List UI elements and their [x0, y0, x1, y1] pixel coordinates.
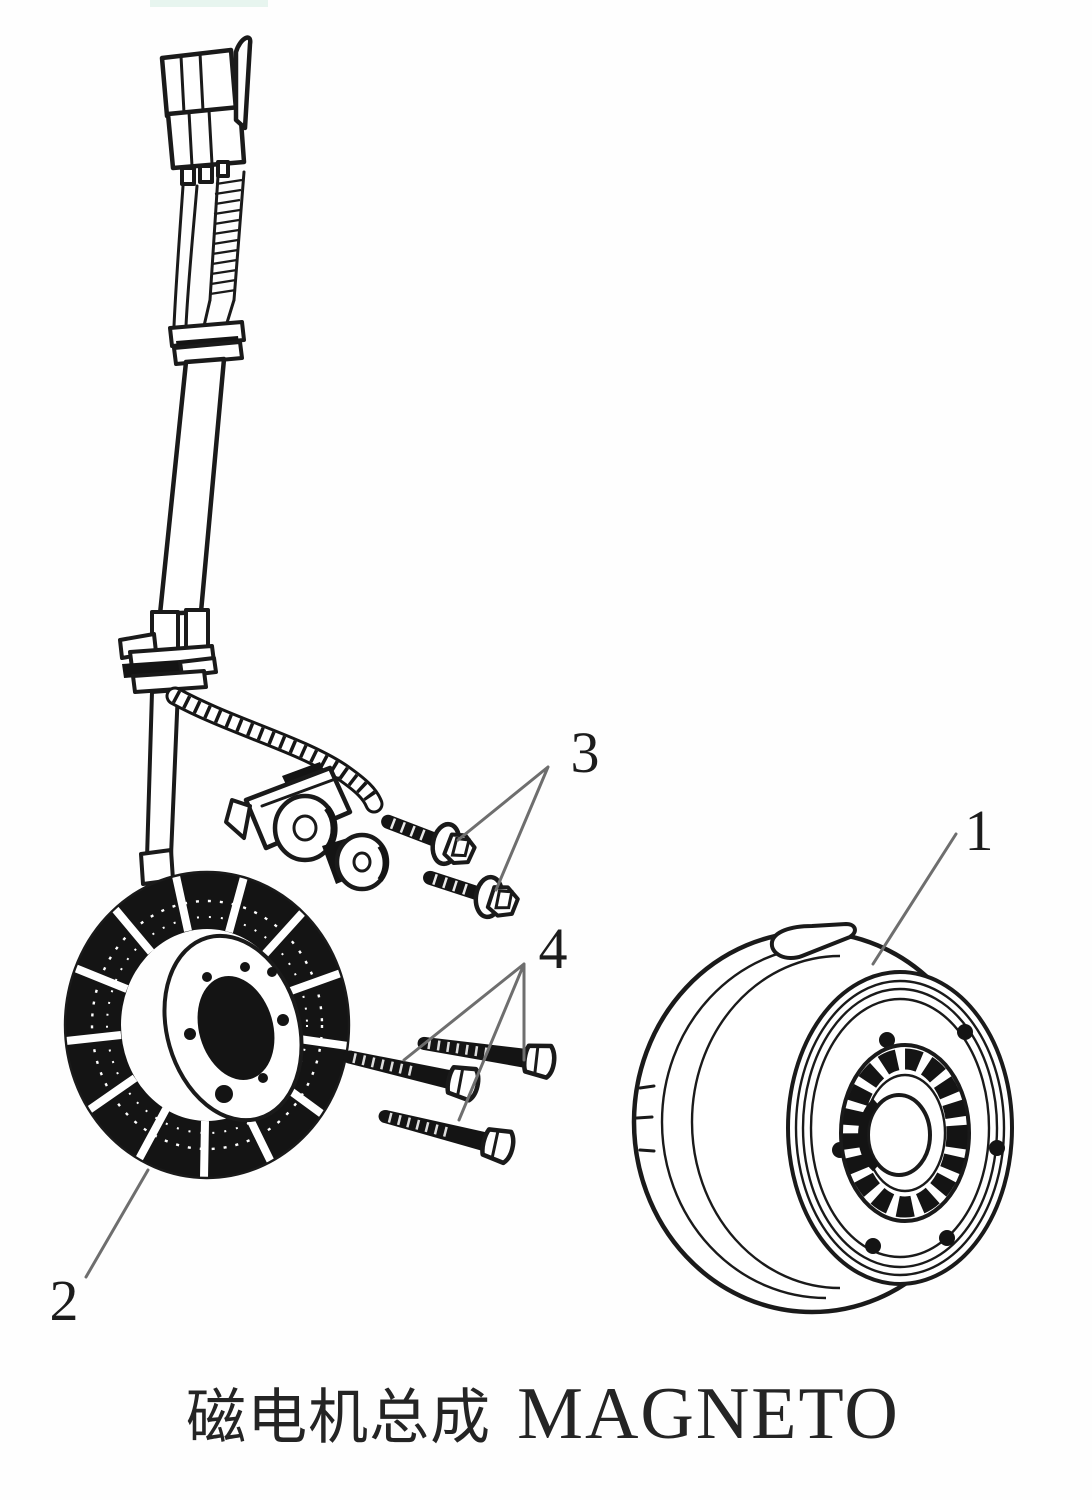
pickup-boss-hole — [292, 814, 318, 842]
clutch-tooth-ring — [842, 1048, 968, 1218]
stator-texture — [106, 916, 308, 1134]
caption-chinese: 磁电机总成 — [186, 1385, 491, 1451]
pickup-left-wing — [224, 798, 252, 840]
diagram-caption: 磁电机总成 MAGNETO — [186, 1373, 900, 1455]
pickup-coil — [224, 762, 390, 892]
center-bore — [866, 1093, 932, 1177]
bolt-head-line — [533, 1044, 540, 1076]
bolt-head-line — [490, 1128, 500, 1160]
leaders-to-long-bolts — [402, 962, 526, 1122]
pickup-boss-shade — [377, 844, 389, 882]
bolt-hex-head — [522, 1043, 557, 1080]
corrugated-lead-outline — [208, 170, 246, 302]
leader-to-stator — [84, 1168, 150, 1279]
part-label-1: 1 — [965, 798, 994, 863]
lead-line — [172, 184, 185, 328]
bolt-tip — [342, 1050, 356, 1064]
face-rivet — [879, 1032, 895, 1048]
connector-upper-ribs — [179, 51, 205, 115]
flange-bolt-short-1 — [381, 814, 477, 867]
pickup-body-line — [260, 776, 340, 808]
scan-artifact — [150, 0, 268, 7]
flywheel-rotor — [631, 922, 1014, 1315]
harness-collar — [168, 320, 246, 366]
bolt-hex-head — [480, 1127, 516, 1166]
bolt-thread-ridges — [352, 1053, 415, 1077]
face-rivet — [939, 1230, 955, 1246]
leader-lines — [84, 765, 958, 1279]
rotor-side-ring — [660, 944, 827, 1300]
plate-hole — [215, 1085, 233, 1103]
lead-tube — [145, 688, 180, 860]
bolt-head-line — [455, 1066, 465, 1098]
hex-bolt-long-2 — [342, 1050, 481, 1103]
stator-lead-wire — [139, 688, 180, 886]
wire-clamp — [118, 608, 218, 694]
rotor-top-tab — [769, 922, 857, 961]
caption-english: MAGNETO — [517, 1373, 900, 1455]
pickup-boss — [334, 832, 390, 892]
wire-harness-leads — [172, 170, 246, 328]
flange-bolt-short-2 — [423, 870, 520, 920]
connector-pin — [198, 164, 214, 184]
face-rivet — [865, 1238, 881, 1254]
bolt-tip — [378, 1109, 392, 1123]
face-ring — [794, 979, 1006, 1277]
stator-outer-rim — [63, 870, 351, 1180]
rotor-side-ring — [690, 954, 841, 1290]
stator-center-hole — [197, 976, 275, 1080]
connector-lower-block — [165, 104, 247, 171]
hex-bolt-long-1 — [417, 1036, 557, 1080]
plate-hole — [184, 1028, 196, 1040]
rotor-rim-ticks — [635, 1084, 656, 1153]
plate-hole — [277, 1014, 289, 1026]
connector-lower-ribs — [187, 108, 214, 168]
sleeve-core — [168, 689, 381, 811]
connector-plug — [159, 35, 253, 186]
pickup-boss-hole — [352, 851, 372, 873]
plate-hole — [258, 1073, 268, 1083]
clamp-tab — [184, 608, 210, 650]
corrugated-sleeve — [165, 686, 384, 814]
bolt-thread-ridges — [427, 1039, 491, 1058]
connector-pin — [216, 160, 230, 178]
plate-hole — [240, 962, 250, 972]
part-label-3: 3 — [571, 720, 600, 785]
part-label-4: 4 — [539, 916, 568, 981]
part-label-2: 2 — [50, 1268, 79, 1333]
connector-side-tab — [233, 35, 253, 131]
clamp-plate — [131, 669, 208, 694]
bolt-hex-facet — [450, 836, 471, 858]
hex-bolt-long-3 — [378, 1109, 516, 1166]
connector-pin — [180, 166, 196, 186]
face-ring — [801, 987, 999, 1269]
harness-tube — [157, 356, 227, 617]
face-rivet — [989, 1140, 1005, 1156]
lead-line — [184, 184, 199, 328]
bore-shade — [858, 1098, 880, 1172]
leader-to-flywheel — [871, 832, 958, 966]
face-ring — [809, 997, 991, 1259]
stator-texture — [90, 899, 324, 1151]
plate-hole — [202, 972, 212, 982]
leaders-to-short-bolts — [456, 765, 550, 892]
face-rivet — [957, 1024, 973, 1040]
corrugation-rungs — [209, 178, 243, 296]
bolt-hex-facet — [494, 889, 514, 910]
stator-assembly — [63, 870, 351, 1180]
plate-hole — [267, 967, 277, 977]
